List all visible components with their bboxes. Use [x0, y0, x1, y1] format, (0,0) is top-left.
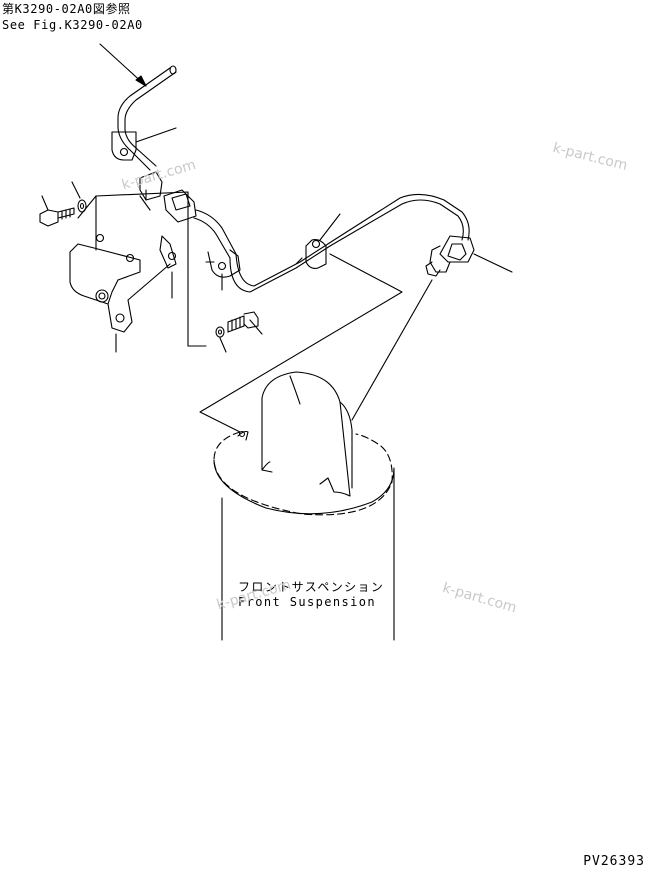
- front-suspension-label-japanese: フロントサスペンション: [238, 580, 385, 594]
- sensor: [425, 235, 513, 277]
- cable-clip-middle: [295, 213, 341, 269]
- cable-clip-lower: [205, 249, 241, 291]
- bolt-lower: [227, 311, 263, 335]
- harness-cable-upper: [117, 65, 177, 171]
- front-suspension-label-english: Front Suspension: [238, 595, 376, 609]
- drawing-number: PV26393: [583, 854, 645, 869]
- reference-note-japanese: 第K3290-02A0図参照: [2, 2, 131, 16]
- cable-clip-upper: [111, 127, 177, 161]
- washer-upper: [71, 181, 87, 213]
- bracket-leaders: [139, 195, 151, 211]
- installation-leaders: [199, 253, 433, 433]
- mounting-bracket: [69, 191, 207, 353]
- harness-cable-lower: [229, 193, 470, 293]
- front-suspension-cylinder: [213, 371, 395, 641]
- reference-arrow: [99, 43, 147, 87]
- washer-lower: [215, 326, 227, 353]
- bolt-upper: [39, 195, 75, 227]
- connector-pair: [139, 171, 237, 259]
- reference-note-english: See Fig.K3290-02A0: [2, 18, 143, 32]
